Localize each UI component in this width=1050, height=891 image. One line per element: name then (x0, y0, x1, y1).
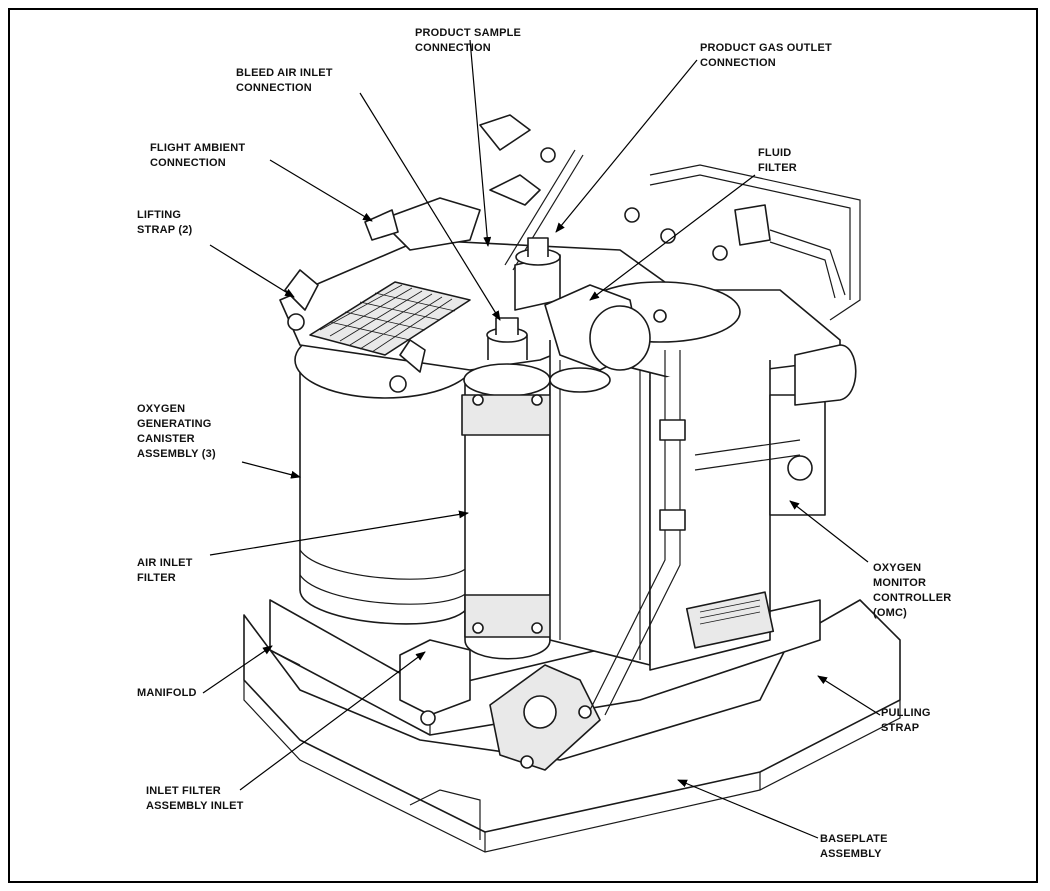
leader-manifold (202, 645, 273, 694)
leader-bleed-air-inlet (359, 92, 501, 321)
figure-border (8, 8, 1038, 883)
leader-fluid-filter (589, 174, 756, 301)
leader-baseplate (677, 779, 819, 839)
leader-product-sample (469, 39, 492, 247)
leader-air-inlet-filter (209, 510, 469, 556)
air-inlet-filter-drawing (461, 317, 555, 660)
upper-fittings-drawing (364, 114, 861, 371)
leader-lines (202, 39, 881, 839)
canister-left-drawing (294, 321, 476, 625)
baseplate-drawing (243, 599, 901, 853)
leader-lifting-strap (209, 244, 295, 298)
leader-oxygen-monitor (789, 500, 869, 563)
leader-oxygen-canister (241, 461, 301, 479)
label-manifold: MANIFOLD (137, 687, 197, 699)
leader-flight-ambient (269, 159, 373, 222)
side-tubing-drawing (589, 350, 801, 716)
leader-product-gas-outlet (555, 59, 698, 233)
leader-pulling-strap (817, 675, 881, 716)
leader-inlet-filter-assembly (239, 651, 426, 791)
canister-right-drawing (549, 281, 857, 671)
